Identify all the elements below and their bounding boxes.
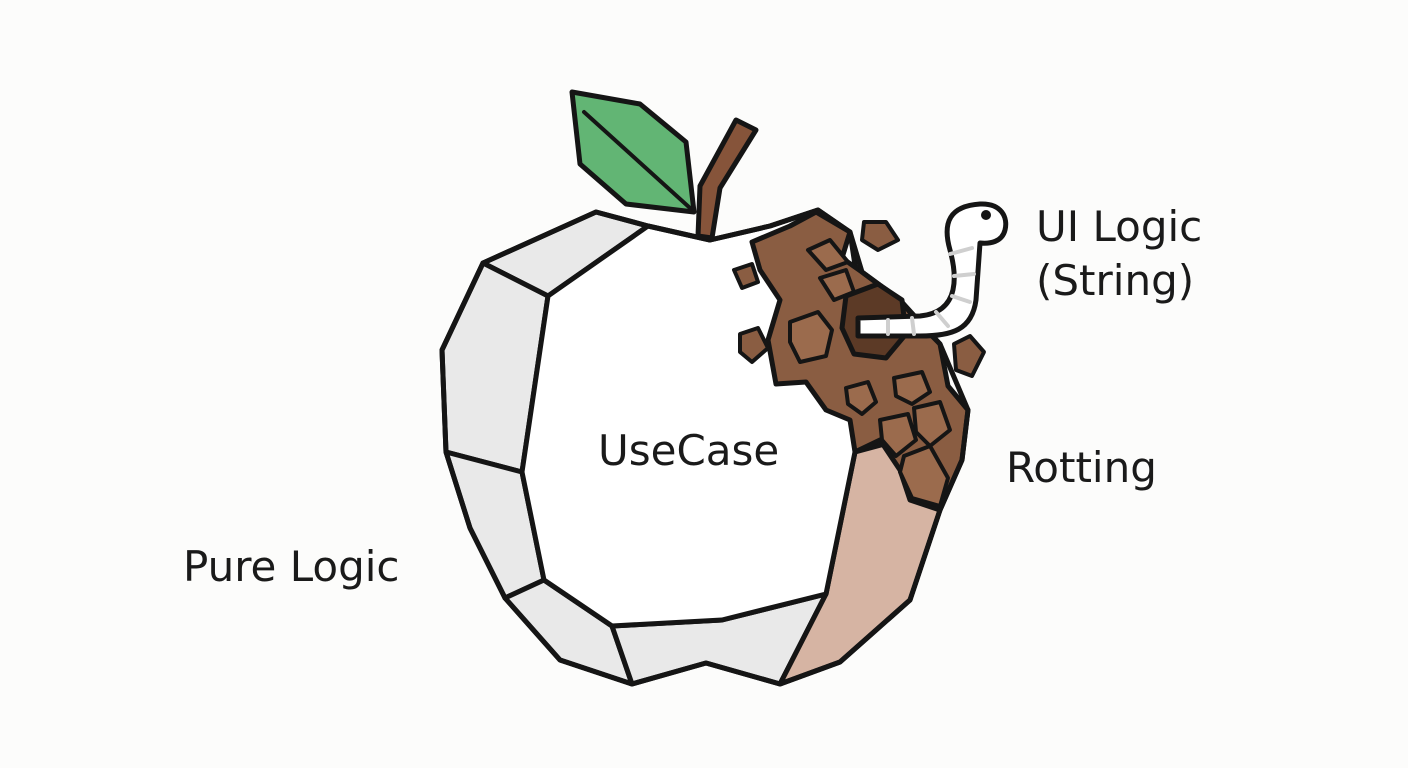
- rotting-label: Rotting: [1006, 443, 1157, 492]
- ui-logic-line: UI Logic: [1036, 202, 1203, 251]
- rot-chunk: [892, 370, 932, 406]
- rot-fragment: [860, 220, 900, 252]
- rot-fragment: [738, 326, 770, 364]
- apple-outline: [439, 207, 971, 687]
- pure-logic-label: Pure Logic: [183, 542, 400, 591]
- usecase-label: UseCase: [598, 426, 780, 475]
- rot-chunk: [912, 400, 952, 448]
- rot-chunk: [788, 310, 834, 364]
- rot-fragment: [952, 334, 986, 378]
- ui-logic-label: UI Logic (String): [1036, 200, 1202, 308]
- rot-chunk: [844, 380, 878, 416]
- rot-chunk: [898, 444, 950, 508]
- rot-chunk: [806, 238, 850, 272]
- worm-icon: [855, 201, 1009, 339]
- leaf-icon: [569, 89, 697, 215]
- rot-fragment: [732, 262, 760, 290]
- rot-chunk: [878, 412, 918, 458]
- ui-logic-type-line: (String): [1036, 255, 1195, 305]
- stem-icon: [695, 117, 759, 241]
